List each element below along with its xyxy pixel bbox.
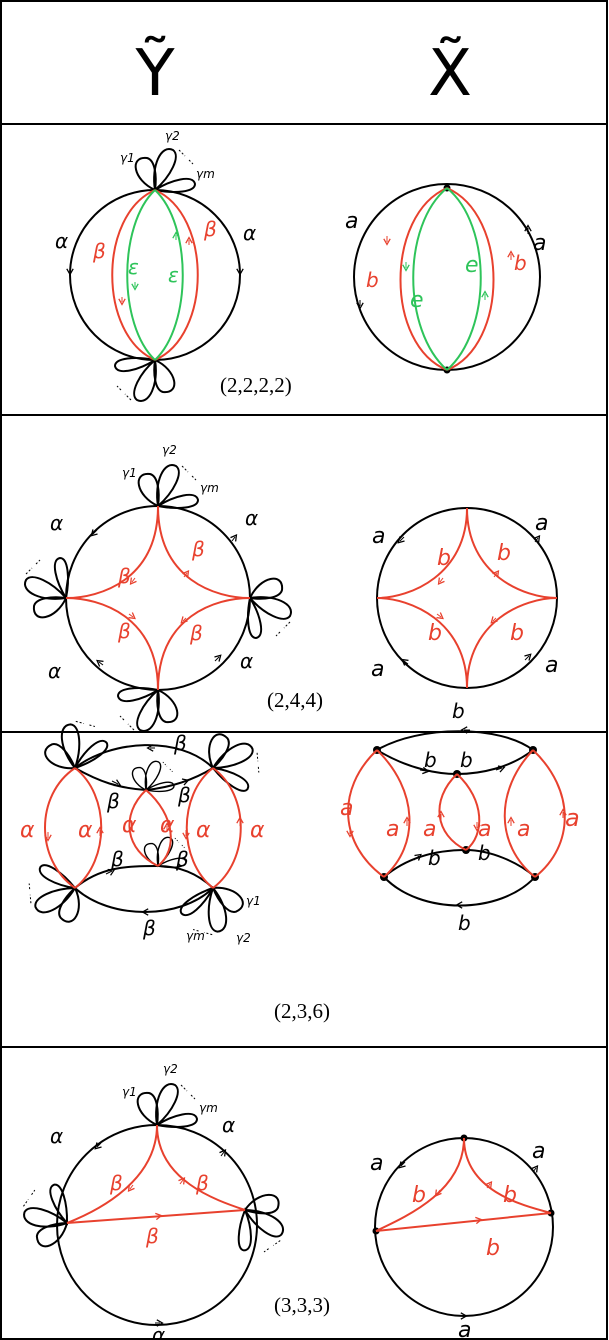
label-beta-bottom: β xyxy=(142,916,156,940)
label-a-left: a xyxy=(345,209,358,234)
label-beta-right: β xyxy=(203,217,217,241)
label-alpha-tr: α xyxy=(245,506,258,530)
label-a-2: a xyxy=(386,817,399,842)
row4-left-diagram: α α α β β β γ1 γ2 γm xyxy=(18,1062,290,1340)
label-a-bottom: a xyxy=(458,1318,471,1340)
label-alpha-tr: α xyxy=(222,1113,235,1137)
label-gamma2: γ2 xyxy=(163,1062,178,1076)
label-b-br: b xyxy=(510,621,524,646)
label-a-6: a xyxy=(565,804,580,832)
label-alpha-right: α xyxy=(243,221,256,245)
label-alpha-tl: α xyxy=(50,1124,63,1148)
label-beta-bl: β xyxy=(110,847,124,871)
row4-caption: (3,3,3) xyxy=(274,1293,330,1317)
label-b-bl: b xyxy=(428,621,442,646)
label-b-right: b xyxy=(514,251,527,275)
label-beta-mr: β xyxy=(177,783,191,807)
label-a-bl: a xyxy=(371,657,384,682)
row-2-2-2-2: α α β β ε ε γ1 γ2 γm a a b xyxy=(55,129,546,402)
label-gammam: γm xyxy=(199,1101,218,1115)
label-alpha-2: α xyxy=(78,818,93,843)
label-gamma1: γ1 xyxy=(122,1085,137,1099)
row1-left-diagram: α α β β ε ε γ1 γ2 γm xyxy=(55,129,256,402)
label-b-right: b xyxy=(503,1183,517,1208)
label-gammam: γm xyxy=(186,929,205,943)
label-b-left: b xyxy=(412,1183,426,1208)
header-right-title: X̃ xyxy=(428,35,472,111)
label-beta-left: β xyxy=(109,1171,123,1195)
label-b-left: b xyxy=(366,268,379,292)
label-b-bl: b xyxy=(428,846,441,870)
label-beta-tr: β xyxy=(191,537,205,561)
label-gammam: γm xyxy=(200,481,219,495)
label-b-tr: b xyxy=(497,541,511,566)
label-beta-bl: β xyxy=(117,619,131,643)
label-a-3: a xyxy=(423,817,436,842)
label-alpha-bl: α xyxy=(48,659,61,683)
label-beta-top: β xyxy=(173,731,187,755)
row-3-3-3: α α α β β β γ1 γ2 γm a a a xyxy=(18,1062,555,1340)
row1-caption: (2,2,2,2) xyxy=(220,373,292,397)
label-a-tr: a xyxy=(535,511,548,536)
label-e-right: e xyxy=(465,253,479,278)
label-a-tl: a xyxy=(370,1151,383,1176)
row4-right-diagram: a a a b b b xyxy=(370,1134,555,1340)
label-b-mr: b xyxy=(460,748,473,772)
label-alpha-bottom: α xyxy=(152,1323,165,1340)
label-beta-tl: β xyxy=(117,564,131,588)
label-b-tl: b xyxy=(437,546,451,571)
label-alpha-6: α xyxy=(250,818,265,843)
flower-top xyxy=(134,148,196,193)
outer-circle xyxy=(69,189,241,361)
label-beta-right: β xyxy=(195,1171,209,1195)
label-alpha-br: α xyxy=(240,649,253,673)
label-beta-br: β xyxy=(189,621,203,645)
label-a-right: a xyxy=(533,231,546,256)
label-a-tl: a xyxy=(372,524,385,549)
label-e-left: e xyxy=(410,288,424,313)
row2-right-diagram: a a a a b b b b xyxy=(371,507,558,689)
label-b-bottom: b xyxy=(458,911,471,935)
label-b-top: b xyxy=(452,699,465,723)
label-epsilon-right: ε xyxy=(168,263,179,287)
label-gamma2: γ2 xyxy=(236,931,251,945)
label-beta-bottom: β xyxy=(145,1224,159,1248)
label-b-br: b xyxy=(478,841,491,865)
label-a-1: a xyxy=(340,796,353,821)
label-alpha-4: α xyxy=(160,813,175,838)
label-beta-ml: β xyxy=(106,789,120,813)
row3-caption: (2,3,6) xyxy=(274,999,330,1023)
row3-left-diagram: β β β β β β α α α α α α γ1 γ2 γm xyxy=(17,711,271,945)
label-b-ml: b xyxy=(424,748,437,772)
label-b-bottom: b xyxy=(486,1236,500,1261)
label-alpha-tl: α xyxy=(50,511,63,535)
flower-bottom xyxy=(114,357,176,402)
label-gamma2: γ2 xyxy=(162,443,177,457)
label-gamma1: γ1 xyxy=(120,151,135,165)
header-left-title: Ỹ xyxy=(134,36,175,111)
label-gammam: γm xyxy=(196,167,215,181)
label-gamma2: γ2 xyxy=(165,129,180,143)
label-a-4: a xyxy=(478,817,491,842)
row-2-3-6: β β β β β β α α α α α α γ1 γ2 γm xyxy=(17,699,580,1023)
label-alpha-left: α xyxy=(55,229,68,253)
label-alpha-1: α xyxy=(20,818,35,843)
label-gamma1: γ1 xyxy=(246,894,261,908)
label-alpha-3: α xyxy=(122,813,137,838)
label-alpha-5: α xyxy=(196,818,211,843)
label-a-tr: a xyxy=(532,1139,545,1164)
label-gamma1: γ1 xyxy=(122,466,137,480)
label-epsilon-left: ε xyxy=(128,255,139,279)
row1-right-diagram: a a b b e e xyxy=(345,183,546,374)
label-beta-br: β xyxy=(175,847,189,871)
row2-left-diagram: α α α α β β β β γ1 γ2 γm xyxy=(24,443,292,732)
row3-right-diagram: b b b b b b a a a a a a xyxy=(340,699,580,935)
label-a-5: a xyxy=(517,817,530,842)
label-beta-left: β xyxy=(92,239,106,263)
row-2-4-4: α α α α β β β β γ1 γ2 γm a xyxy=(24,443,558,732)
label-a-br: a xyxy=(545,653,558,678)
row2-caption: (2,4,4) xyxy=(267,688,323,712)
